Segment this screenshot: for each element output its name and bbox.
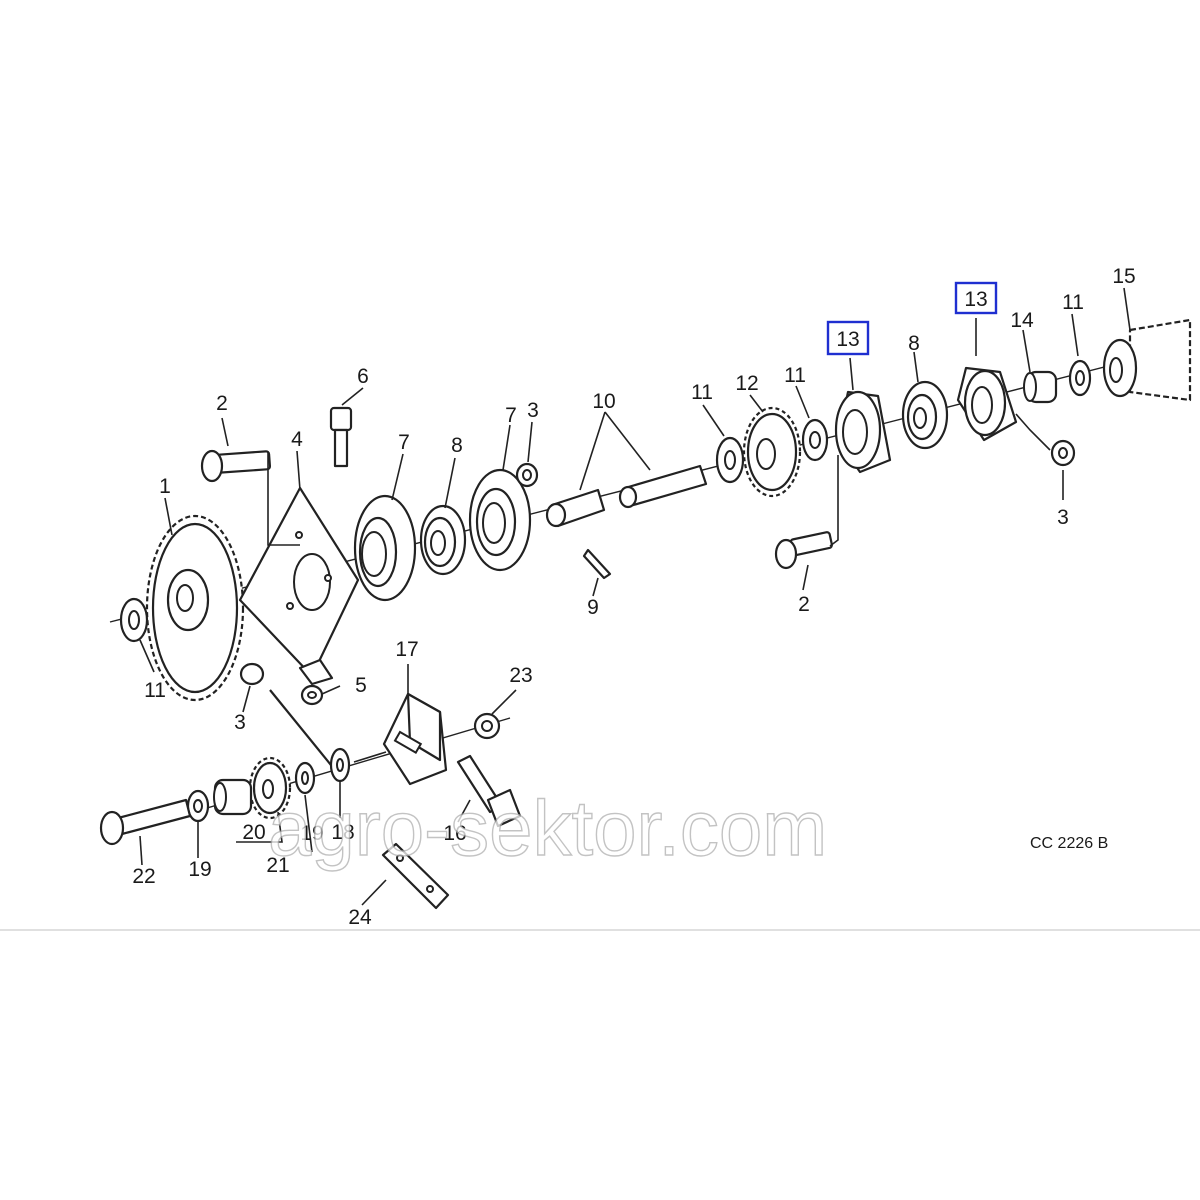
watermark-text: agro-sektor.com (268, 784, 827, 872)
callout-19-right: 19 (300, 822, 323, 845)
callout-11-right: 11 (1062, 291, 1084, 314)
part-3-nut-top (515, 462, 539, 488)
callout-2-left: 2 (216, 392, 228, 415)
callout-12: 12 (735, 372, 758, 395)
part-22-long-bolt (99, 798, 192, 846)
part-15-bevel-gear (1102, 318, 1192, 402)
callout-11-mid: 11 (691, 381, 713, 404)
callout-7-right: 7 (505, 404, 517, 427)
long-tension-rod (269, 689, 336, 771)
callout-16: 16 (443, 822, 466, 845)
callout-15: 15 (1112, 265, 1135, 288)
part-13-flange-b (956, 366, 1018, 442)
part-13-flange-a (834, 390, 892, 474)
callout-13-b: 13 (964, 288, 987, 311)
part-24-plate (381, 842, 450, 910)
part-11-washer-mid (715, 436, 745, 484)
callout-4: 4 (291, 428, 303, 451)
callout-7-left: 7 (398, 431, 410, 454)
callout-9: 9 (587, 596, 599, 619)
callout-24: 24 (348, 906, 372, 929)
callout-22: 22 (132, 865, 155, 888)
part-20-bushing (213, 778, 253, 816)
callout-14: 14 (1010, 309, 1034, 332)
callout-17: 17 (395, 638, 418, 661)
part-19-washer-right (294, 761, 316, 795)
part-18-washer (329, 747, 351, 783)
callout-3-lower: 3 (234, 711, 246, 734)
callout-3-top: 3 (527, 399, 539, 422)
drawing-code-label: CC 2226 B (1030, 835, 1108, 852)
part-5-washer-small (300, 684, 324, 706)
callout-18: 18 (331, 821, 354, 844)
part-7-flange-left (353, 494, 417, 602)
callout-3-right: 3 (1057, 506, 1069, 529)
callout-5: 5 (355, 674, 367, 697)
part-6-bolt-vertical (329, 406, 353, 468)
part-19-washer-left (186, 789, 210, 823)
callout-23: 23 (509, 664, 532, 687)
highlight-box-13-b (954, 281, 998, 315)
callout-20: 20 (242, 821, 265, 844)
highlight-box-13-a (826, 320, 870, 356)
part-4-mounting-plate (238, 486, 360, 686)
part-11-washer-2 (801, 418, 829, 462)
part-9-cotter-pin (582, 548, 612, 580)
callout-11-left: 11 (144, 679, 166, 702)
callout-10: 10 (592, 390, 615, 413)
callout-8-right: 8 (908, 332, 920, 355)
part-12-sprocket-small (742, 406, 802, 498)
part-14-spacer (1023, 370, 1058, 404)
part-10-hex-shaft (545, 464, 708, 528)
lower-axis-line (149, 717, 511, 826)
callout-11-mid2: 11 (784, 364, 806, 387)
part-3-nut-lower-left (239, 662, 265, 686)
callout-8-left: 8 (451, 434, 463, 457)
part-17-bracket (382, 692, 448, 786)
part-1-large-sprocket (145, 514, 245, 702)
callout-13-a: 13 (836, 328, 859, 351)
part-2-bolt-left (200, 449, 272, 483)
callout-2-lower: 2 (798, 593, 810, 616)
leader-lines (139, 287, 1131, 906)
callout-19-left: 19 (188, 858, 211, 881)
part-8-bearing-left (419, 504, 467, 576)
part-11-washer-right (1068, 359, 1092, 397)
callout-1: 1 (159, 475, 171, 498)
part-7-flange-right (468, 468, 532, 572)
part-16-bolt-threaded (456, 754, 522, 828)
part-2-bolt-lower (774, 531, 833, 570)
part-3-nut-right (1050, 439, 1076, 467)
part-23-nut (473, 712, 501, 740)
part-21-sprocket-idler (248, 756, 292, 820)
part-8-bearing-right (901, 380, 949, 450)
callout-6: 6 (357, 365, 369, 388)
part-11-washer-left (119, 597, 149, 643)
callout-21: 21 (266, 854, 289, 877)
